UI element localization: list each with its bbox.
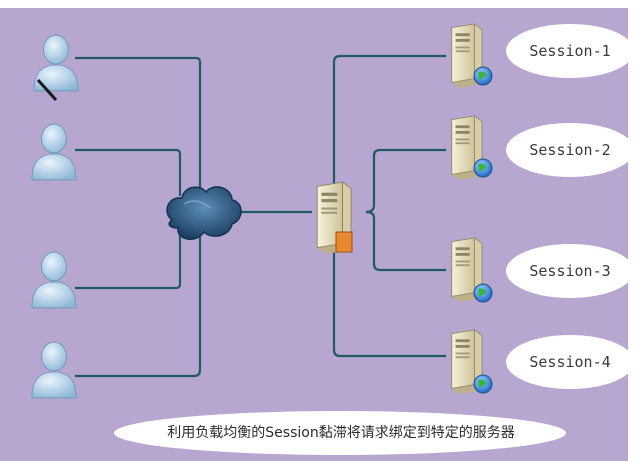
connection-lines <box>75 54 446 378</box>
server-node-4 <box>451 329 493 394</box>
server-node-2 <box>451 115 493 180</box>
user-icon <box>31 251 77 309</box>
session-bubble: Session-1 <box>506 24 634 78</box>
session-bubble: Session-3 <box>506 244 634 298</box>
diagram-caption: 利用负载均衡的Session黏滞将请求绑定到特定的服务器 <box>167 425 515 441</box>
diagram-background <box>0 8 628 461</box>
session-label: Session-1 <box>529 42 610 60</box>
user-2-link <box>75 148 182 196</box>
caption-bubble <box>114 411 566 455</box>
session-bubble: Session-2 <box>506 123 634 177</box>
server-node-3 <box>451 237 493 303</box>
session-bubble: Session-4 <box>506 335 634 389</box>
user-icon <box>33 34 79 102</box>
session-label: Session-2 <box>529 141 610 159</box>
user-icon <box>31 341 77 399</box>
server-node-1 <box>451 23 493 88</box>
session-label: Session-4 <box>529 353 610 371</box>
session-label: Session-3 <box>529 262 610 280</box>
user-3-link <box>75 232 182 290</box>
server-2-link <box>365 148 446 214</box>
firewall-icon <box>335 231 353 253</box>
server-3-link <box>365 210 446 272</box>
user-icon <box>31 123 77 181</box>
load-balancer-server-icon <box>316 181 353 254</box>
cloud-icon <box>166 186 242 240</box>
